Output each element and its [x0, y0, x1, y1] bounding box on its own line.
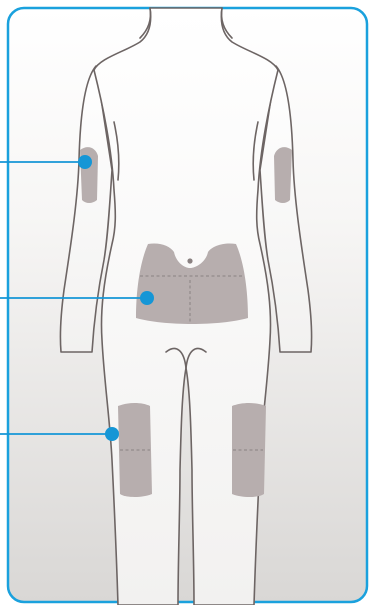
site-upper-arm-right — [274, 147, 292, 203]
marker-dot-abdomen-icon — [140, 291, 154, 305]
site-thigh-left — [118, 403, 152, 497]
marker-dot-arm-icon — [78, 155, 92, 169]
navel — [187, 258, 192, 263]
marker-dot-thigh-icon — [105, 427, 119, 441]
